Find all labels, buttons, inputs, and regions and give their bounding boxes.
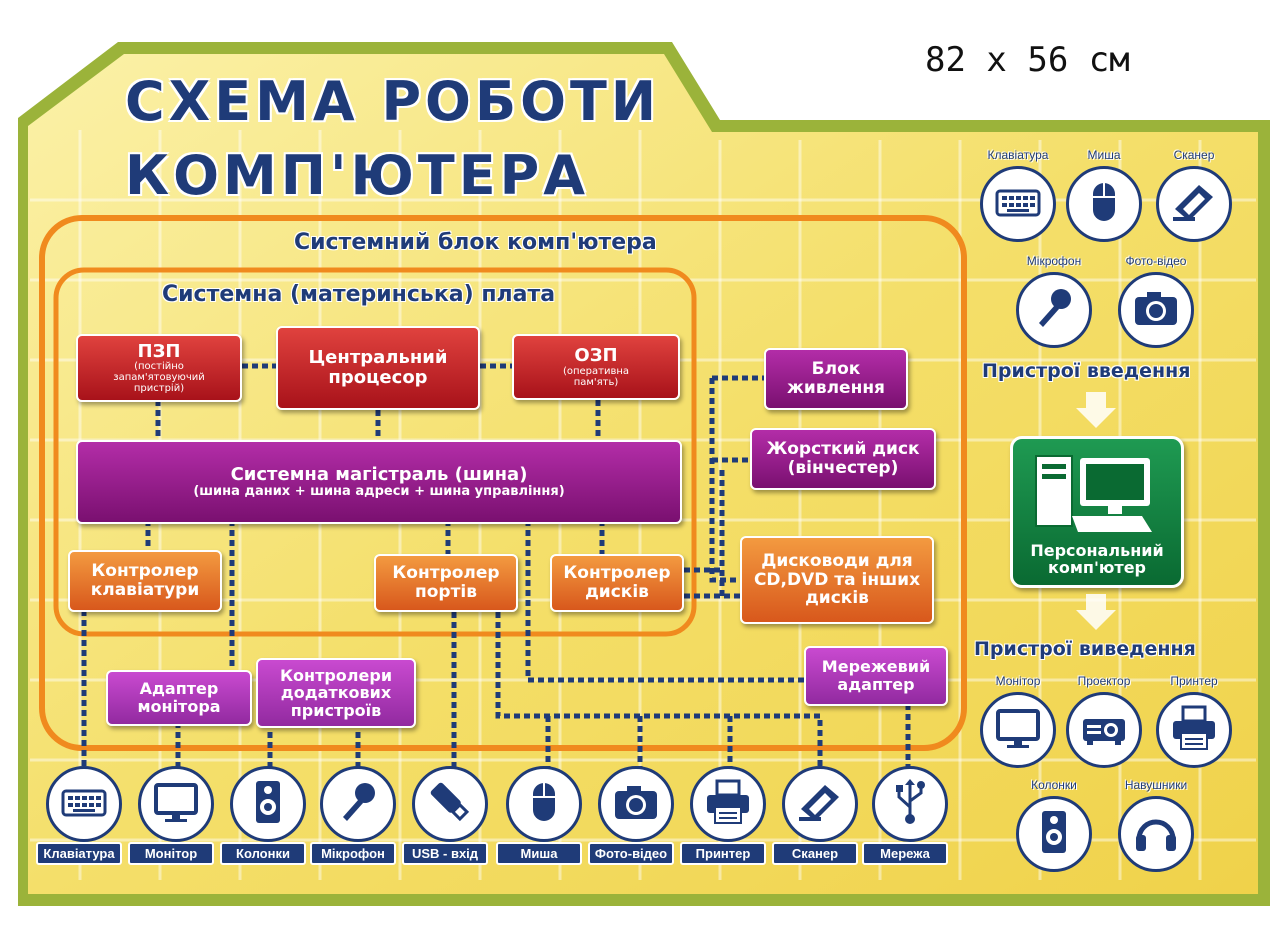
system-unit-label: Системний блок комп'ютера — [294, 230, 657, 255]
device-label: Мережа — [862, 842, 948, 865]
rom-subtitle: (постійно запам'ятовуючий пристрій) — [113, 361, 205, 395]
input-device-label: Фото-відео — [1125, 254, 1187, 268]
input-device-label: Мікрофон — [1026, 254, 1082, 268]
device-label: Монітор — [128, 842, 214, 865]
down-arrow-icon — [1076, 392, 1116, 428]
network-icon-circle — [872, 766, 948, 842]
camera-icon-circle — [1118, 272, 1194, 348]
input-devices-heading: Пристрої введення — [982, 360, 1191, 382]
mouse-icon-circle — [506, 766, 582, 842]
monitor-icon — [151, 777, 201, 831]
camera-icon-circle — [598, 766, 674, 842]
disk-drives-box: Дисководи для CD,DVD та інших дисків — [740, 536, 934, 624]
device-label: Колонки — [220, 842, 306, 865]
mouse-icon — [1079, 177, 1129, 231]
camera-icon — [611, 777, 661, 831]
personal-computer-box: Персональний комп'ютер — [1010, 436, 1184, 588]
device-label: Миша — [496, 842, 582, 865]
usb-icon — [425, 777, 475, 831]
computer-icon — [1035, 454, 1152, 532]
device-label: Мікрофон — [310, 842, 396, 865]
extra-controllers-box: Контролери додаткових пристроїв — [256, 658, 416, 728]
pc-label: Персональний комп'ютер — [1030, 540, 1164, 578]
motherboard-label: Системна (материнська) плата — [162, 282, 556, 307]
system-bus-box: Системна магістраль (шина) (шина даних +… — [76, 440, 682, 524]
ram-box: ОЗП (оперативна пам'ять) — [512, 334, 680, 400]
ram-subtitle: (оперативна пам'ять) — [562, 365, 630, 388]
microphone-icon — [333, 777, 383, 831]
headphones-icon-circle — [1118, 796, 1194, 872]
speaker-icon — [243, 777, 293, 831]
power-supply-box: Блок живлення — [764, 348, 908, 410]
title-line-1: СХЕМА РОБОТИ — [125, 70, 661, 133]
printer-icon-circle — [690, 766, 766, 842]
headphones-icon — [1131, 807, 1181, 861]
monitor-adapter-box: Адаптер монітора — [106, 670, 252, 726]
bus-title: Системна магістраль (шина) — [230, 463, 528, 485]
scanner-icon — [1169, 177, 1219, 231]
usb-icon-circle — [412, 766, 488, 842]
keyboard-icon — [993, 177, 1043, 231]
input-device-label: Миша — [1087, 148, 1121, 162]
monitor-icon-circle — [980, 692, 1056, 768]
device-label: Клавіатура — [36, 842, 122, 865]
device-label: USB - вхід — [402, 842, 488, 865]
cpu-box: Центральний процесор — [276, 326, 480, 410]
monitor-icon-circle — [138, 766, 214, 842]
device-label: Принтер — [680, 842, 766, 865]
keyboard-icon-circle — [46, 766, 122, 842]
speaker-icon-circle — [230, 766, 306, 842]
mouse-icon-circle — [1066, 166, 1142, 242]
scanner-icon — [795, 777, 845, 831]
rom-title: ПЗП — [137, 340, 181, 362]
disk-controller-box: Контролер дисків — [550, 554, 684, 612]
keyboard-controller-box: Контролер клавіатури — [68, 550, 222, 612]
rom-box: ПЗП (постійно запам'ятовуючий пристрій) — [76, 334, 242, 402]
bus-subtitle: (шина даних + шина адреси + шина управлі… — [193, 483, 565, 499]
projector-icon — [1079, 703, 1129, 757]
speaker-icon-circle — [1016, 796, 1092, 872]
output-device-label: Монітор — [995, 674, 1041, 688]
scanner-icon-circle — [1156, 166, 1232, 242]
hard-disk-box: Жорсткий диск (вінчестер) — [750, 428, 936, 490]
speaker-icon — [1029, 807, 1079, 861]
output-device-label: Навушники — [1124, 778, 1188, 792]
output-device-label: Проектор — [1077, 674, 1131, 688]
projector-icon-circle — [1066, 692, 1142, 768]
size-text: 82 x 56 см — [925, 40, 1130, 80]
device-label: Фото-відео — [588, 842, 674, 865]
monitor-icon — [993, 703, 1043, 757]
printer-icon — [703, 777, 753, 831]
printer-icon — [1169, 703, 1219, 757]
device-label: Сканер — [772, 842, 858, 865]
input-device-label: Клавіатура — [987, 148, 1049, 162]
camera-icon — [1131, 283, 1181, 337]
microphone-icon-circle — [1016, 272, 1092, 348]
title-line-2: КОМП'ЮТЕРА — [125, 144, 589, 207]
network-adapter-box: Мережевий адаптер — [804, 646, 948, 706]
keyboard-icon — [59, 777, 109, 831]
output-device-label: Принтер — [1170, 674, 1218, 688]
output-devices-heading: Пристрої виведення — [974, 638, 1196, 660]
network-icon — [885, 777, 935, 831]
input-device-label: Сканер — [1173, 148, 1215, 162]
printer-icon-circle — [1156, 692, 1232, 768]
down-arrow-icon — [1076, 594, 1116, 630]
mouse-icon — [519, 777, 569, 831]
keyboard-icon-circle — [980, 166, 1056, 242]
scanner-icon-circle — [782, 766, 858, 842]
port-controller-box: Контролер портів — [374, 554, 518, 612]
output-device-label: Колонки — [1031, 778, 1077, 792]
microphone-icon — [1029, 283, 1079, 337]
microphone-icon-circle — [320, 766, 396, 842]
ram-title: ОЗП — [574, 345, 618, 367]
